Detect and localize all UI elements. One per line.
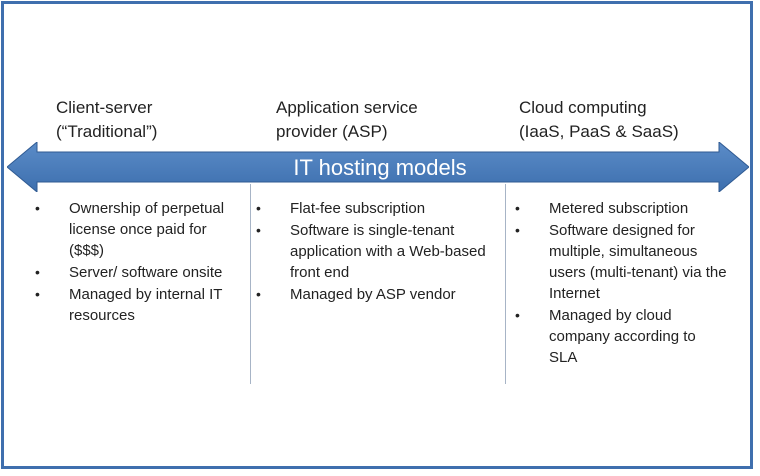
bullet-icon: • — [35, 286, 40, 302]
header-subtitle: (IaaS, PaaS & SaaS) — [519, 122, 679, 141]
arrow-label: IT hosting models — [293, 155, 467, 180]
list-item-text: Metered subscription — [549, 200, 689, 217]
list-item: • Software designed for multiple, simulta… — [512, 220, 727, 304]
column-divider — [505, 184, 506, 384]
bullet-icon: • — [35, 264, 40, 280]
list-item-text: Server/ software onsite — [69, 264, 223, 281]
diagram-frame — [1, 1, 753, 469]
bullet-icon: • — [35, 200, 40, 216]
list-item: • Metered subscription — [512, 198, 727, 219]
bullet-icon: • — [515, 200, 520, 216]
double-arrow-shape — [7, 142, 749, 192]
bullet-icon: • — [256, 222, 261, 238]
header-title: Application service — [276, 98, 418, 117]
header-asp: Application service provider (ASP) — [276, 96, 418, 144]
list-item-text: Software designed for multiple, simultan… — [549, 222, 727, 302]
cloud-list: • Metered subscription • Software designed… — [512, 198, 727, 369]
list-item-text: Managed by ASP vendor — [290, 286, 456, 303]
list-item: • Managed by ASP vendor — [253, 284, 503, 305]
list-item-text: Managed by cloud company according to SL… — [549, 307, 696, 366]
header-title: Client-server — [56, 98, 153, 117]
list-item-text: Ownership of perpetual license once paid… — [69, 200, 225, 259]
list-item-text: Flat-fee subscription — [290, 200, 426, 217]
bullet-icon: • — [515, 307, 520, 323]
header-client-server: Client-server (“Traditional”) — [56, 96, 157, 144]
list-item: • Server/ software onsite — [32, 262, 237, 283]
asp-list: • Flat-fee subscription • Software is sing… — [253, 198, 503, 306]
arrow-body — [7, 142, 749, 192]
list-item: • Software is single-tenant application w… — [253, 220, 503, 283]
bullet-icon: • — [256, 286, 261, 302]
list-item-text: Software is single-tenant application wi… — [290, 222, 486, 281]
list-item: • Flat-fee subscription — [253, 198, 503, 219]
header-title: Cloud computing — [519, 98, 647, 117]
client-server-list: • Ownership of perpetual license once pai… — [32, 198, 237, 327]
header-subtitle: provider (ASP) — [276, 122, 388, 141]
list-item: • Ownership of perpetual license once pai… — [32, 198, 237, 261]
list-item: • Managed by internal IT resources — [32, 284, 237, 326]
bullet-icon: • — [256, 200, 261, 216]
header-cloud: Cloud computing (IaaS, PaaS & SaaS) — [519, 96, 679, 144]
bullet-icon: • — [515, 222, 520, 238]
list-item-text: Managed by internal IT resources — [69, 286, 223, 324]
list-item: • Managed by cloud company according to S… — [512, 305, 727, 368]
column-divider — [250, 184, 251, 384]
header-subtitle: (“Traditional”) — [56, 122, 158, 141]
